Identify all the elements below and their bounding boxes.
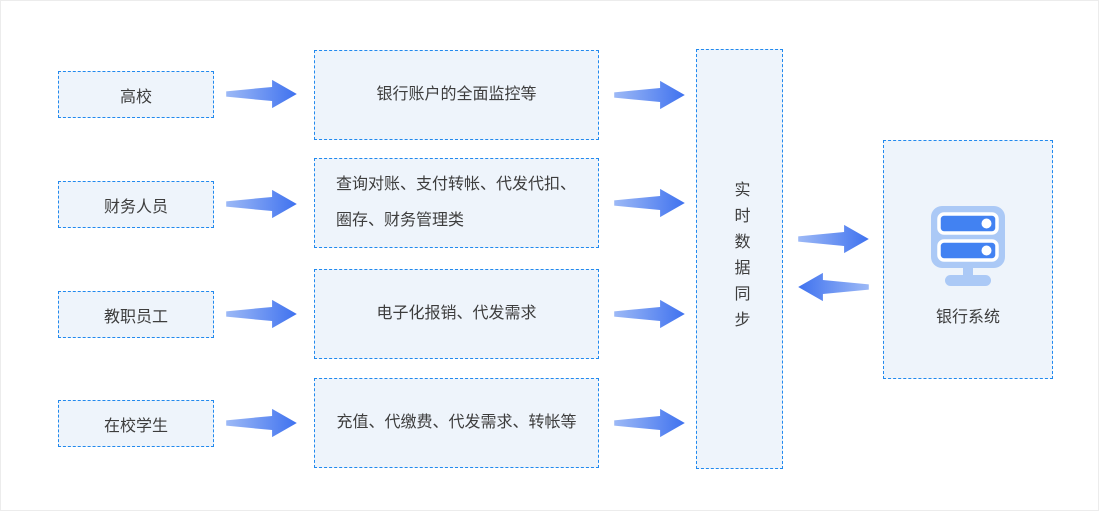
node-finance-services-line1: 查询对账、支付转帐、代发代扣、 bbox=[336, 176, 577, 193]
node-finance-staff-label: 财务人员 bbox=[103, 198, 168, 216]
arrow-right-icon bbox=[226, 408, 297, 438]
node-finance-staff: 财务人员 bbox=[58, 181, 214, 228]
node-university: 高校 bbox=[58, 71, 214, 118]
node-realtime-sync-label: 实时数据同步 bbox=[731, 181, 749, 337]
node-students: 在校学生 bbox=[58, 400, 214, 447]
node-account-monitoring-label: 银行账户的全面监控等 bbox=[376, 86, 537, 103]
arrow-right-icon bbox=[614, 408, 685, 438]
node-student-services-label: 充值、代缴费、代发需求、转帐等 bbox=[336, 414, 577, 431]
server-icon bbox=[931, 206, 1005, 286]
node-account-monitoring: 银行账户的全面监控等 bbox=[314, 50, 599, 140]
arrow-right-icon bbox=[226, 79, 297, 109]
node-reimbursement-label: 电子化报销、代发需求 bbox=[376, 305, 537, 322]
node-bank-system: 银行系统 bbox=[883, 140, 1053, 379]
node-university-label: 高校 bbox=[119, 88, 152, 106]
arrow-right-icon bbox=[614, 299, 685, 329]
node-finance-services: 查询对账、支付转帐、代发代扣、 圈存、财务管理类 bbox=[314, 158, 599, 248]
node-realtime-sync: 实时数据同步 bbox=[696, 49, 783, 469]
arrow-right-icon bbox=[798, 224, 869, 254]
node-student-services: 充值、代缴费、代发需求、转帐等 bbox=[314, 378, 599, 468]
arrow-right-icon bbox=[614, 188, 685, 218]
arrow-right-icon bbox=[226, 189, 297, 219]
arrow-right-icon bbox=[226, 299, 297, 329]
node-finance-services-line2: 圈存、财务管理类 bbox=[336, 212, 465, 229]
node-bank-system-label: 银行系统 bbox=[935, 309, 1000, 326]
node-faculty-staff: 教职员工 bbox=[58, 291, 214, 338]
arrow-right-icon bbox=[614, 80, 685, 110]
node-students-label: 在校学生 bbox=[103, 417, 168, 435]
arrow-left-icon bbox=[798, 272, 869, 302]
node-reimbursement: 电子化报销、代发需求 bbox=[314, 269, 599, 359]
node-faculty-staff-label: 教职员工 bbox=[103, 308, 168, 326]
